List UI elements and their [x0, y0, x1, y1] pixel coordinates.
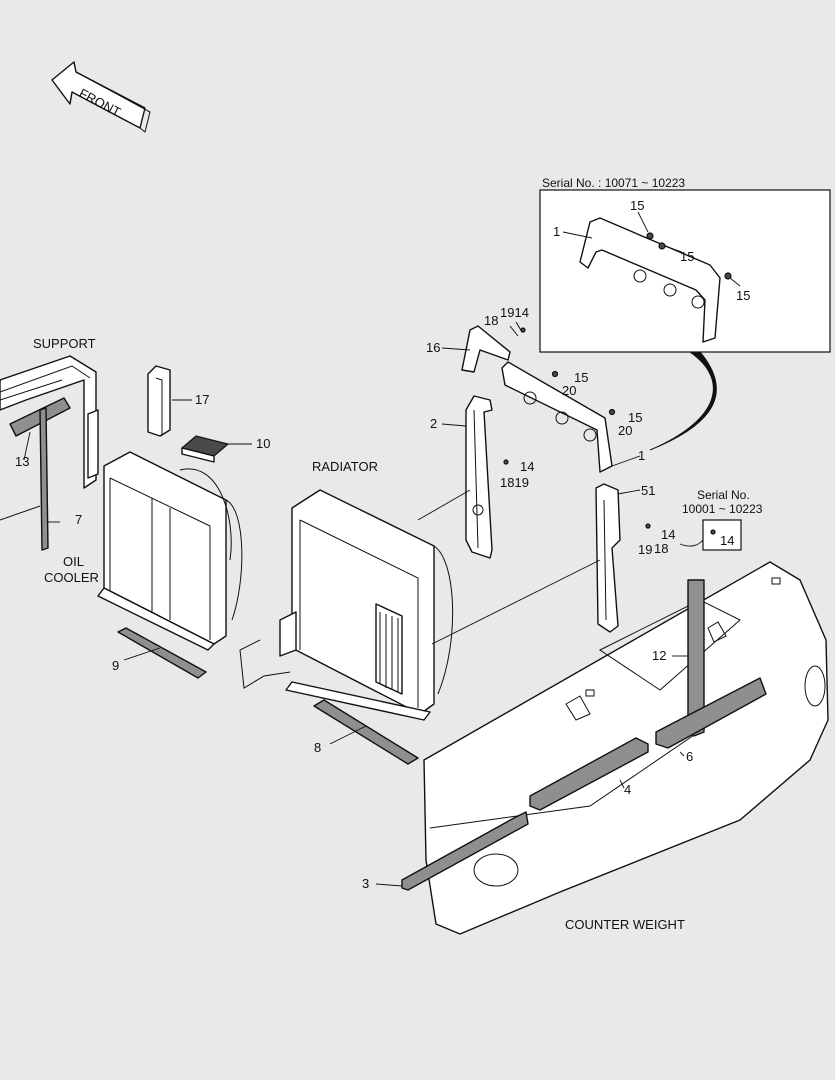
callout-15-e: 15 [628, 410, 642, 425]
callout-9: 9 [112, 658, 119, 673]
part-3: 3 [362, 811, 529, 891]
hardware-top: 18 1914 [484, 305, 529, 337]
callout-10: 10 [256, 436, 270, 451]
oil-cooler-label-1: OIL [63, 554, 84, 569]
callout-7: 7 [75, 512, 82, 527]
inset-small-part: 14 [720, 533, 734, 548]
part-17: 17 [147, 365, 209, 437]
part-51-bracket: 51 14 19 18 [595, 483, 675, 633]
callout-51: 51 [641, 483, 655, 498]
callout-14-mid: 14 [520, 459, 534, 474]
oil-cooler: OIL COOLER [44, 451, 243, 651]
callout-14-right: 14 [661, 527, 675, 542]
inset-small-frame [702, 519, 742, 551]
callout-17: 17 [195, 392, 209, 407]
callout-1-main: 1 [638, 448, 645, 463]
inset-small-serial-2: 10001 ~ 10223 [682, 502, 763, 516]
front-arrow: FRONT [51, 61, 151, 133]
inset-pointer-arrow [649, 351, 717, 451]
radiator-label: RADIATOR [312, 459, 378, 474]
callout-6: 6 [686, 749, 693, 764]
serial-inset-small: Serial No. 10001 ~ 10223 14 [679, 488, 763, 551]
callout-20-b: 20 [618, 423, 632, 438]
callout-18-right: 18 [654, 541, 668, 556]
callout-2: 2 [430, 416, 437, 431]
part-8-plate: 8 [313, 699, 419, 765]
support-frame: SUPPORT 13 7 [0, 336, 99, 551]
callout-15-d: 15 [574, 370, 588, 385]
part-2-bracket: 2 14 1819 [430, 395, 534, 559]
part-9-plate: 9 [112, 627, 207, 679]
inset-serial-label: Serial No. : 10071 ~ 10223 [542, 176, 685, 190]
callout-16: 16 [426, 340, 440, 355]
part-10: 10 [180, 435, 270, 463]
callout-15-c: 15 [736, 288, 750, 303]
part-1-bracket: 1 15 20 15 20 [501, 361, 645, 473]
oil-cooler-label-2: COOLER [44, 570, 99, 585]
callout-4: 4 [624, 782, 631, 797]
inset-small-serial-1: Serial No. [697, 488, 750, 502]
callout-15-b: 15 [680, 249, 694, 264]
part-4: 4 [529, 737, 649, 811]
part-12: 12 [652, 579, 705, 737]
callout-19-right: 19 [638, 542, 652, 557]
callout-13: 13 [15, 454, 29, 469]
callout-15-a: 15 [630, 198, 644, 213]
callout-8: 8 [314, 740, 321, 755]
callout-19-14: 1914 [500, 305, 529, 320]
serial-inset-top: Serial No. : 10071 ~ 10223 1 15 15 15 [539, 176, 831, 353]
radiator: RADIATOR [239, 459, 454, 721]
callout-18-top: 18 [484, 313, 498, 328]
radiator-leader-2 [431, 559, 601, 645]
callout-20-a: 20 [562, 383, 576, 398]
part-16-bracket: 16 [426, 325, 511, 373]
callout-18-19: 1819 [500, 475, 529, 490]
callout-3: 3 [362, 876, 369, 891]
part-6: 6 [655, 677, 767, 764]
callout-12: 12 [652, 648, 666, 663]
support-label: SUPPORT [33, 336, 96, 351]
counter-weight-label: COUNTER WEIGHT [565, 917, 685, 932]
callout-1-inset: 1 [553, 224, 560, 239]
radiator-leader-1 [417, 489, 471, 521]
